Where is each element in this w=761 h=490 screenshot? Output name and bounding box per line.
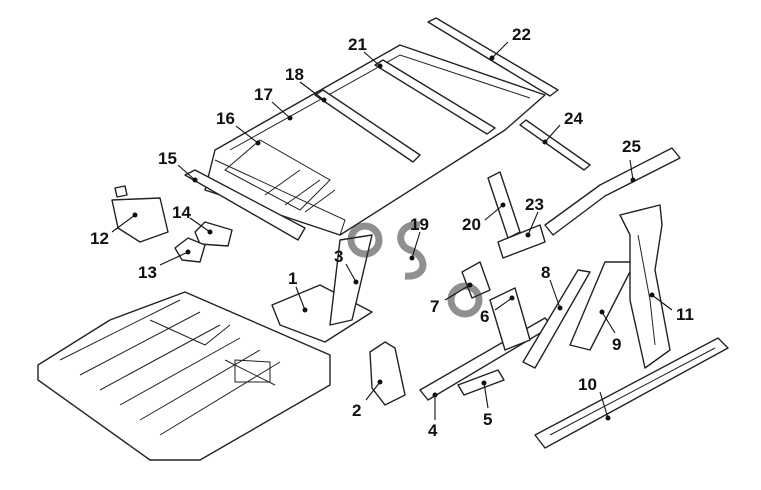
watermark bbox=[347, 221, 483, 318]
pillar-bracket bbox=[369, 341, 406, 406]
callout-23: 23 bbox=[525, 195, 544, 214]
small-plate bbox=[457, 369, 505, 396]
callout-8: 8 bbox=[541, 263, 550, 282]
callout-4: 4 bbox=[428, 421, 438, 440]
callout-12: 12 bbox=[90, 229, 109, 248]
callout-3: 3 bbox=[334, 247, 343, 266]
b-pillar-lower bbox=[489, 287, 531, 351]
callout-24: 24 bbox=[564, 109, 583, 128]
callout-5: 5 bbox=[483, 410, 492, 429]
callout-18: 18 bbox=[285, 65, 304, 84]
reinforcement-23 bbox=[497, 224, 546, 259]
callout-14: 14 bbox=[172, 203, 191, 222]
callout-labels: 1 2 3 4 5 6 7 8 9 10 11 12 13 14 15 16 1… bbox=[90, 25, 694, 440]
callout-6: 6 bbox=[480, 307, 489, 326]
callout-13: 13 bbox=[138, 263, 157, 282]
rear-pillar bbox=[619, 204, 671, 369]
callout-21: 21 bbox=[348, 35, 367, 54]
callout-25: 25 bbox=[622, 137, 641, 156]
callout-10: 10 bbox=[578, 375, 597, 394]
callout-1: 1 bbox=[288, 269, 297, 288]
callout-15: 15 bbox=[158, 149, 177, 168]
outer-sill bbox=[534, 337, 729, 449]
callout-leaders bbox=[111, 41, 673, 421]
visor-bracket bbox=[174, 237, 206, 263]
callout-16: 16 bbox=[216, 109, 235, 128]
roof-panel bbox=[204, 44, 546, 236]
callout-17: 17 bbox=[254, 85, 273, 104]
callout-20: 20 bbox=[462, 215, 481, 234]
roof-side-strip bbox=[519, 119, 591, 171]
callout-19: 19 bbox=[410, 215, 429, 234]
floor-pan bbox=[37, 291, 331, 461]
callout-7: 7 bbox=[430, 297, 439, 316]
pillar-9 bbox=[569, 261, 636, 351]
sun-visor bbox=[111, 185, 169, 243]
windshield-header bbox=[184, 169, 306, 241]
callout-11: 11 bbox=[676, 305, 694, 324]
pillar-8 bbox=[522, 269, 591, 369]
roof-bows bbox=[314, 59, 496, 163]
callout-22: 22 bbox=[512, 25, 531, 44]
callout-2: 2 bbox=[352, 401, 361, 420]
callout-9: 9 bbox=[612, 335, 621, 354]
a-pillar bbox=[329, 234, 373, 326]
roof-rail-rear bbox=[544, 147, 681, 236]
